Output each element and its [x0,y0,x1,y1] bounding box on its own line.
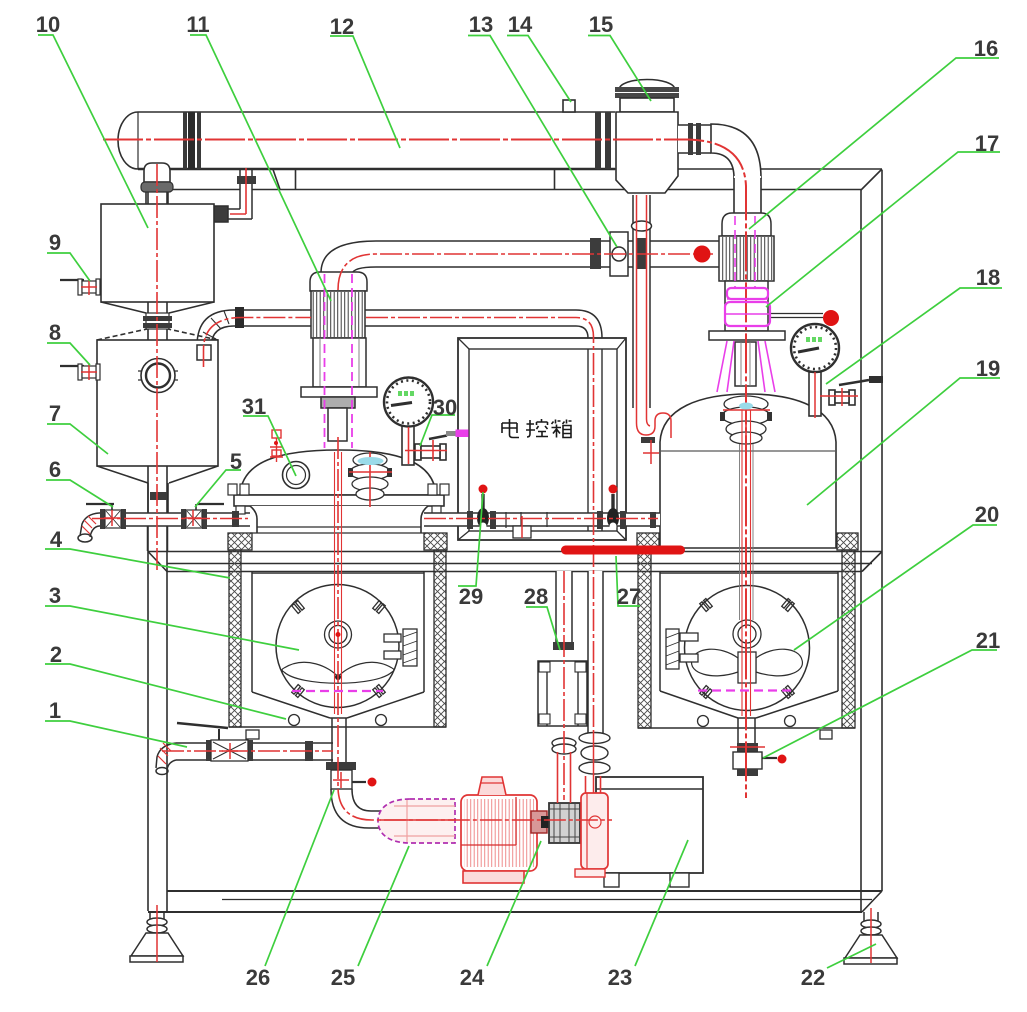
svg-text:19: 19 [976,356,1000,381]
svg-text:7: 7 [49,401,61,426]
svg-text:17: 17 [975,131,999,156]
svg-text:5: 5 [230,449,242,474]
svg-text:24: 24 [460,965,485,990]
svg-text:10: 10 [36,12,60,37]
svg-text:16: 16 [974,36,998,61]
svg-text:3: 3 [49,583,61,608]
svg-text:13: 13 [469,12,493,37]
svg-text:14: 14 [508,12,533,37]
svg-text:21: 21 [976,628,1000,653]
svg-text:18: 18 [976,265,1000,290]
svg-text:15: 15 [589,12,613,37]
svg-text:30: 30 [433,395,457,420]
svg-text:22: 22 [801,965,825,990]
svg-text:23: 23 [608,965,632,990]
svg-text:20: 20 [975,502,999,527]
svg-text:27: 27 [617,584,641,609]
svg-text:25: 25 [331,965,355,990]
svg-text:12: 12 [330,14,354,39]
svg-text:26: 26 [246,965,270,990]
svg-text:4: 4 [50,527,63,552]
svg-text:11: 11 [186,12,209,37]
svg-text:31: 31 [242,394,266,419]
svg-text:1: 1 [49,698,61,723]
svg-text:29: 29 [459,584,483,609]
svg-text:2: 2 [50,642,62,667]
svg-text:9: 9 [49,230,61,255]
svg-text:6: 6 [49,457,61,482]
svg-text:28: 28 [524,584,548,609]
svg-text:8: 8 [49,320,61,345]
